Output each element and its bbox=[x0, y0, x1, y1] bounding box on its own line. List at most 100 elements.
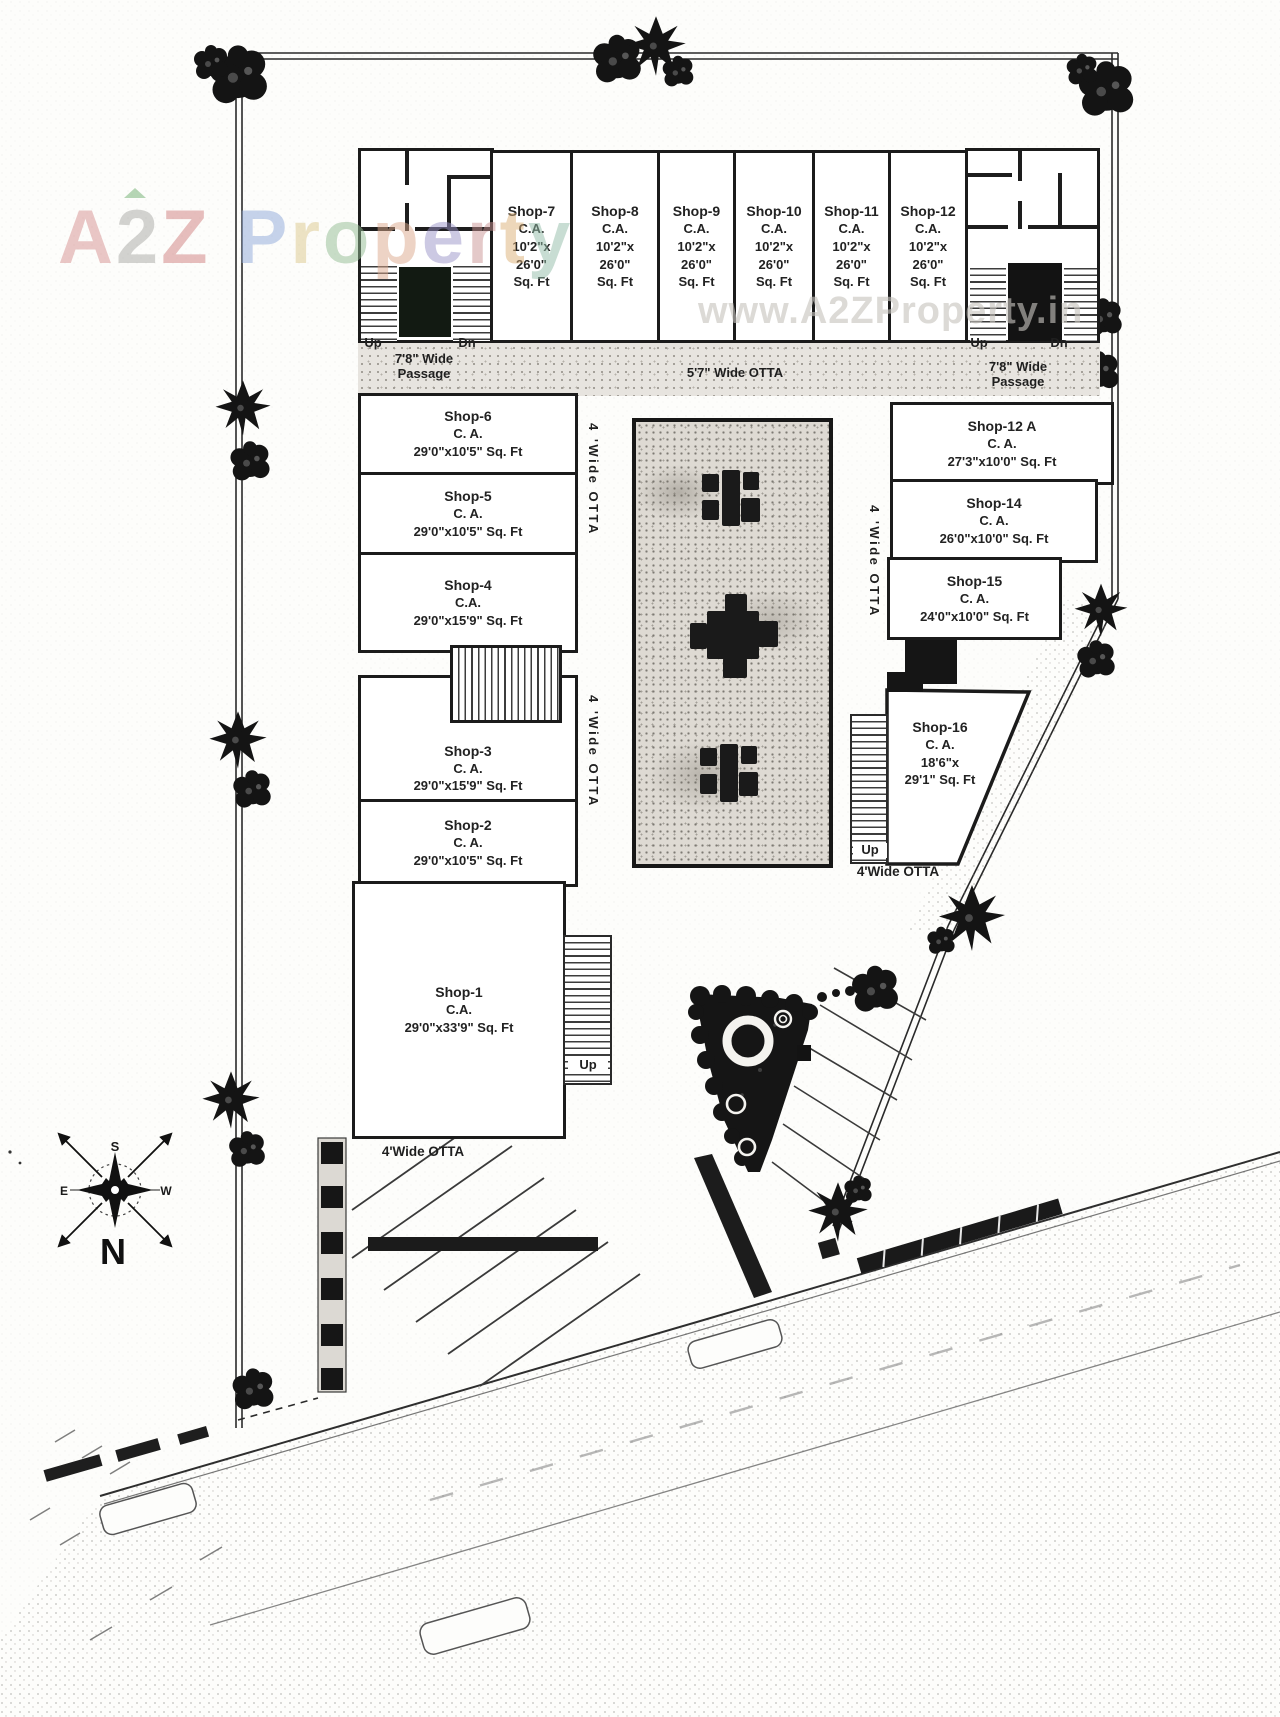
shop-name: Shop-2 bbox=[444, 817, 492, 834]
courtyard-furniture bbox=[707, 611, 759, 659]
shop-ca: C. A. bbox=[959, 590, 990, 606]
shop-name: Shop-6 bbox=[444, 408, 492, 425]
fountain bbox=[722, 1015, 774, 1067]
shop-unit: Sq. Ft bbox=[909, 274, 947, 290]
staircase-mid-west bbox=[450, 645, 562, 723]
parking-wall-bar bbox=[694, 1154, 772, 1298]
courtyard-furniture bbox=[702, 474, 719, 492]
courtyard-furniture bbox=[723, 658, 747, 678]
shop-dims: 29'0"x15'9" Sq. Ft bbox=[413, 778, 523, 794]
shop-ca: C. A. bbox=[925, 737, 955, 753]
passage-label-line1: 7'8" Wide bbox=[394, 351, 454, 366]
shop-cell-shop-12: Shop-12 C.A. 10'2"x 26'0" Sq. Ft bbox=[888, 150, 968, 343]
otta-east-label: 4 'Wide OTTA bbox=[867, 505, 882, 618]
courtyard-furniture bbox=[725, 594, 747, 612]
shop-depth: 26'0" bbox=[516, 256, 547, 272]
shop-name: Shop-14 bbox=[966, 495, 1022, 512]
courtyard-furniture bbox=[741, 498, 760, 522]
shop-unit: Sq. Ft bbox=[513, 274, 550, 290]
courtyard-furniture bbox=[690, 623, 707, 649]
shop-unit: Sq. Ft bbox=[755, 274, 793, 290]
parking-wall bbox=[317, 1137, 347, 1393]
lift-shaft bbox=[399, 267, 451, 337]
shop-ca: C.A. bbox=[915, 221, 941, 237]
west-parking bbox=[317, 1112, 772, 1393]
shop-name: Shop-9 bbox=[672, 203, 721, 220]
shop-cell-shop-2: Shop-2 C. A. 29'0"x10'5" Sq. Ft bbox=[358, 799, 578, 887]
shop-name: Shop-4 bbox=[444, 576, 492, 593]
courtyard-furniture bbox=[702, 500, 719, 520]
passage-label-east: 7'8" Wide Passage bbox=[966, 359, 1070, 390]
shop-name: Shop-15 bbox=[946, 572, 1003, 589]
compass-north-label: N bbox=[100, 1231, 126, 1272]
courtyard-furniture bbox=[758, 621, 778, 647]
shop-width: 10'2"x bbox=[677, 238, 716, 254]
shop-width: 18'6"x bbox=[920, 754, 960, 770]
shop-name: Shop-1 bbox=[435, 984, 483, 1001]
shop-name: Shop-10 bbox=[746, 203, 802, 220]
dn-label: Dn bbox=[1050, 335, 1068, 350]
shop-ca: C. A. bbox=[453, 426, 483, 442]
vehicle bbox=[419, 1597, 531, 1655]
shop-ca: C.A. bbox=[602, 221, 628, 237]
shop-cell-shop-12a: Shop-12 A C. A. 27'3"x10'0" Sq. Ft bbox=[890, 402, 1114, 485]
staircase bbox=[1064, 263, 1097, 341]
up-label: Up bbox=[568, 1057, 608, 1073]
shop-name: Shop-11 bbox=[824, 203, 879, 220]
shop-cell-shop-15: Shop-15 C. A. 24'0"x10'0" Sq. Ft bbox=[887, 557, 1062, 640]
shop-ca: C. A. bbox=[453, 760, 483, 776]
parking-pillars bbox=[321, 1142, 343, 1390]
vehicle bbox=[99, 1482, 197, 1536]
staircase bbox=[970, 263, 1006, 341]
shop-cell-shop-8: Shop-8 C.A. 10'2"x 26'0" Sq. Ft bbox=[570, 150, 660, 343]
shop-name: Shop-16 bbox=[912, 719, 968, 735]
passage-label-line2: Passage bbox=[991, 373, 1045, 389]
shop-cell-shop-5: Shop-5 C. A. 29'0"x10'5" Sq. Ft bbox=[358, 472, 578, 555]
otta-west-lower-label: 4 'Wide OTTA bbox=[586, 695, 601, 808]
road-hatch-marks bbox=[29, 1429, 223, 1641]
compass-west-label: W bbox=[160, 1184, 172, 1198]
shop-cell-shop-11: Shop-11 C.A. 10'2"x 26'0" Sq. Ft bbox=[812, 150, 891, 343]
road-center-dashes bbox=[429, 1263, 1241, 1502]
shop-depth: 26'0" bbox=[599, 256, 631, 272]
shop-ca: C.A. bbox=[683, 221, 710, 237]
shop-dims: 29'0"x10'5" Sq. Ft bbox=[413, 853, 523, 869]
passage-label-line2: Passage bbox=[397, 365, 451, 381]
shop-depth: 26'0" bbox=[758, 256, 790, 272]
shop-name: Shop-3 bbox=[444, 742, 492, 759]
compass-south-label: S bbox=[111, 1139, 120, 1154]
shop-dims: 29'0"x33'9" Sq. Ft bbox=[404, 1020, 514, 1036]
otta-west-upper-label: 4 'Wide OTTA bbox=[586, 423, 601, 536]
passage-label-line1: 7'8" Wide bbox=[988, 359, 1048, 374]
shop-width: 10'2"x bbox=[754, 238, 794, 254]
vehicle bbox=[687, 1318, 783, 1370]
lift-shaft bbox=[1008, 263, 1062, 341]
courtyard-furniture bbox=[722, 470, 740, 526]
vehicles bbox=[99, 1318, 783, 1655]
shop-cell-shop-10: Shop-10 C.A. 10'2"x 26'0" Sq. Ft bbox=[733, 150, 815, 343]
shop-depth: 29'1" Sq. Ft bbox=[904, 772, 976, 788]
garden bbox=[688, 985, 855, 1172]
central-courtyard bbox=[632, 418, 833, 868]
up-label: Up bbox=[970, 335, 988, 350]
shop-name: Shop-12 A bbox=[967, 417, 1037, 434]
shop-cell-shop-6: Shop-6 C. A. 29'0"x10'5" Sq. Ft bbox=[358, 393, 578, 475]
parking-divider-bar bbox=[368, 1237, 598, 1251]
shop-dims: 26'0"x10'0" Sq. Ft bbox=[939, 531, 1049, 547]
up-label: Up bbox=[364, 335, 382, 350]
shop-ca: C.A. bbox=[446, 1002, 472, 1018]
shop-name: Shop-8 bbox=[591, 203, 639, 220]
shop-unit: Sq. Ft bbox=[833, 274, 870, 290]
courtyard-furniture bbox=[743, 472, 759, 490]
courtyard-furniture bbox=[741, 746, 757, 764]
shop-name: Shop-12 bbox=[900, 203, 956, 220]
otta-bottom-west-label: 4'Wide OTTA bbox=[381, 1144, 465, 1159]
shop-cell-shop-14: Shop-14 C. A. 26'0"x10'0" Sq. Ft bbox=[890, 479, 1098, 563]
road-edge-bars bbox=[43, 1426, 210, 1482]
shop-unit: Sq. Ft bbox=[596, 274, 634, 290]
dn-label: Dn bbox=[458, 335, 476, 350]
garden-pillar bbox=[797, 1045, 811, 1061]
shop-dims: 27'3"x10'0" Sq. Ft bbox=[947, 453, 1057, 469]
shop-dims: 29'0"x10'5" Sq. Ft bbox=[413, 444, 523, 460]
lift-block bbox=[887, 640, 957, 692]
